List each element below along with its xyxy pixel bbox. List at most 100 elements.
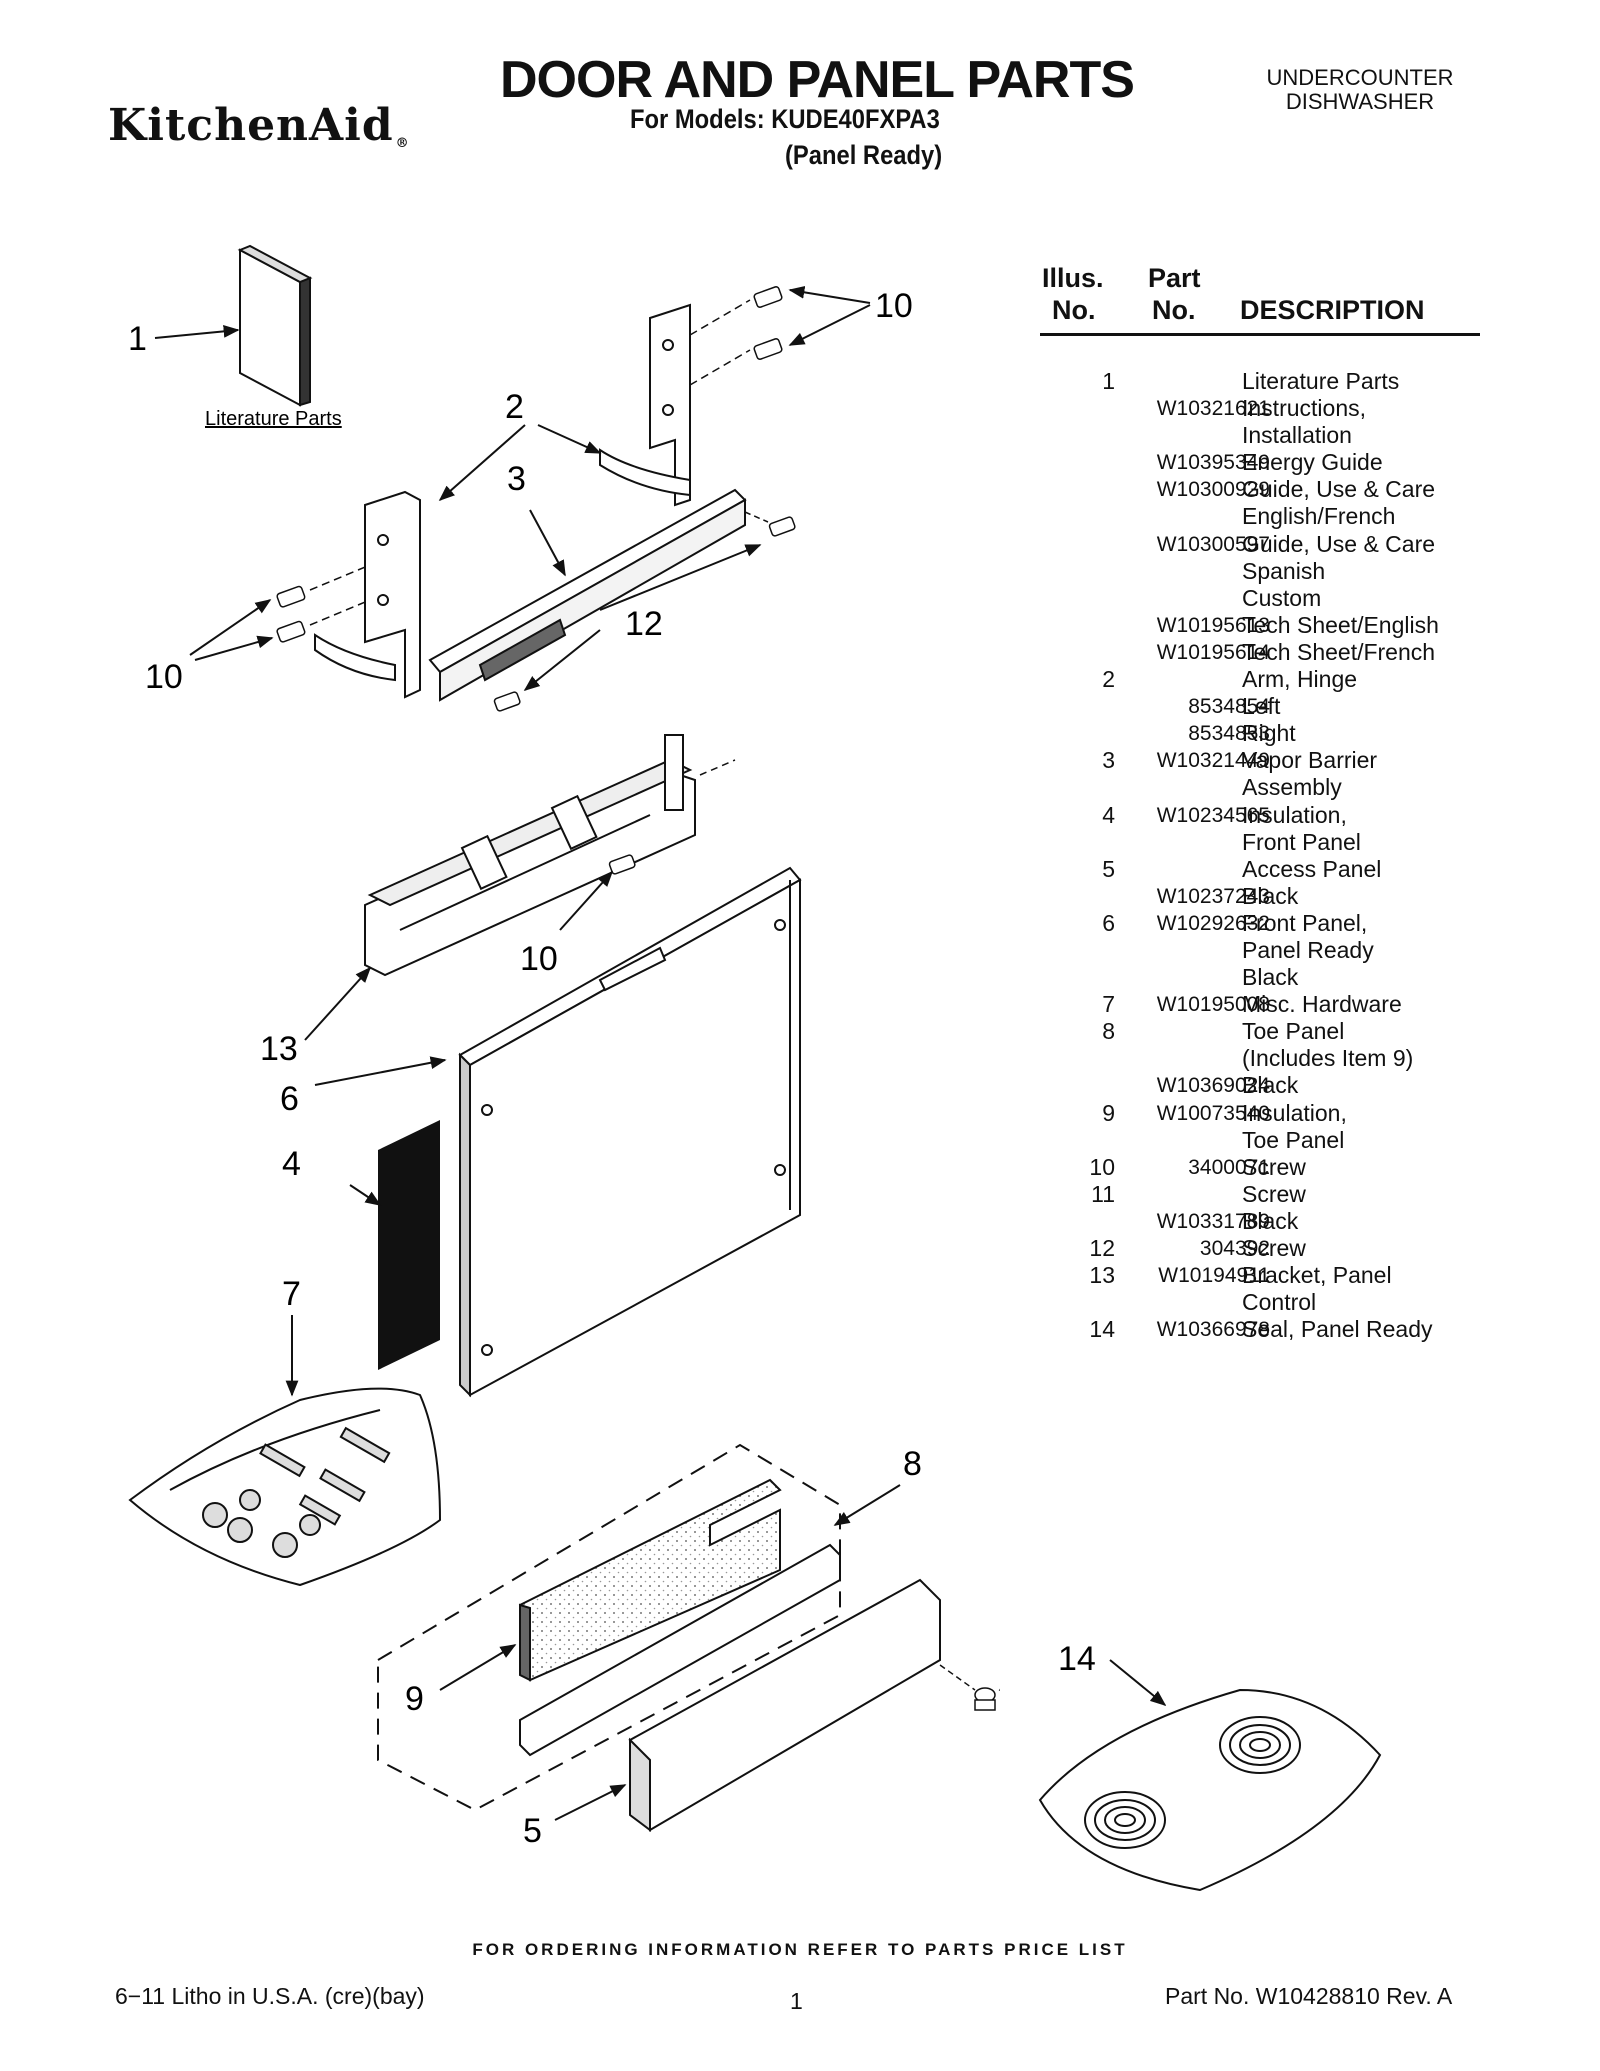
brand-name: KitchenAid [108, 100, 394, 151]
callout-6: 6 [280, 1080, 299, 1118]
part-number: W10073540 [1156, 1101, 1270, 1125]
part-number: W10395349 [1156, 451, 1270, 475]
callout-7: 7 [282, 1275, 301, 1313]
callout-1: 1 [128, 320, 147, 358]
control-bracket-part [364, 734, 696, 977]
ordering-info: FOR ORDERING INFORMATION REFER TO PARTS … [472, 1940, 1128, 1959]
callout-10-bracket: 10 [520, 940, 558, 978]
part-description: Left [1242, 693, 1281, 720]
table-row: Spanish [1040, 558, 1480, 585]
part-description: (Includes Item 9) [1242, 1045, 1414, 1072]
header-illus-2: No. [1052, 295, 1096, 325]
illus-number: 3 [1102, 747, 1115, 774]
table-row: Assembly [1040, 774, 1480, 801]
part-description: Energy Guide [1242, 449, 1383, 476]
part-number: W10195613 [1156, 613, 1270, 637]
illus-number: 13 [1089, 1262, 1115, 1289]
part-number: 304392 [1199, 1237, 1270, 1260]
part-description: Access Panel [1242, 855, 1382, 882]
toe-panel-strip [519, 1543, 841, 1757]
callout-13: 13 [260, 1030, 298, 1068]
part-number: W10237243 [1156, 884, 1270, 908]
illus-number: 6 [1102, 909, 1115, 936]
illus-number: 5 [1102, 855, 1115, 882]
table-row: Control [1040, 1289, 1480, 1316]
part-number: W10195614 [1156, 640, 1270, 664]
registered-mark: ® [395, 136, 410, 151]
part-description: Vapor Barrier [1242, 747, 1378, 774]
exploded-parts-diagram: 1 Literature Parts 2 3 10 10 [128, 244, 1000, 1850]
part-description: Bracket, Panel [1242, 1262, 1392, 1289]
part-description: English/French [1242, 503, 1396, 530]
header-rule [1040, 333, 1480, 336]
screw-black-part [974, 1687, 996, 1711]
callout-3: 3 [507, 460, 526, 498]
part-number: W10321621 [1156, 397, 1270, 421]
hinge-arm-left-part [314, 490, 421, 699]
part-number: W10194911 [1158, 1264, 1270, 1288]
table-row: 5 Access Panel [1040, 856, 1480, 883]
document-part-number: Part No. W10428810 Rev. A [1165, 1983, 1453, 2009]
part-number: W10369024 [1156, 1074, 1270, 1098]
hinge-arm-right-part [599, 303, 691, 507]
illus-number: 8 [1102, 1018, 1115, 1045]
header-part-1: Part [1148, 263, 1201, 293]
part-description: Seal, Panel Ready [1242, 1316, 1433, 1343]
table-row: Installation [1040, 422, 1480, 449]
literature-parts-label: Literature Parts [205, 408, 342, 430]
models-subtitle: (Panel Ready) [785, 140, 943, 170]
product-line-2: DISHWASHER [1285, 89, 1435, 114]
toe-panel-assembly-outline [377, 1443, 841, 1812]
callout-2: 2 [505, 388, 524, 426]
illus-number: 2 [1102, 666, 1115, 693]
part-description: Literature Parts [1242, 368, 1400, 394]
part-description: Control [1242, 1289, 1317, 1316]
illus-number: 1 [1102, 368, 1115, 394]
part-description: Spanish [1242, 557, 1326, 584]
part-description: Black [1242, 964, 1299, 991]
header-part-2: No. [1152, 295, 1196, 325]
insulation-toe-part [518, 1478, 782, 1682]
callout-9: 9 [405, 1680, 424, 1718]
callout-12: 12 [625, 605, 663, 643]
screws-barrier [493, 516, 796, 712]
illus-number: 14 [1089, 1316, 1115, 1343]
part-number: W10331789 [1156, 1209, 1270, 1233]
callout-5: 5 [523, 1812, 542, 1850]
seal-panel-part [1038, 1688, 1382, 1892]
part-description: Installation [1242, 422, 1352, 449]
part-description: Arm, Hinge [1242, 666, 1358, 693]
illus-number: 12 [1089, 1235, 1115, 1261]
part-number: W10234565 [1156, 803, 1270, 827]
seal-diagram: 14 [1038, 1640, 1382, 1892]
table-row: 1 Literature Parts [1040, 368, 1480, 395]
part-description: Toe Panel [1242, 1018, 1345, 1045]
page-title: DOOR AND PANEL PARTS [500, 51, 1135, 109]
part-description: Front Panel [1242, 828, 1361, 855]
illus-number: 7 [1102, 991, 1115, 1018]
table-row: Panel Ready [1040, 937, 1480, 964]
part-number: W10300597 [1156, 532, 1270, 556]
part-description: Screw [1242, 1235, 1306, 1261]
part-description: Black [1242, 1072, 1299, 1099]
part-description: Front Panel, [1242, 909, 1368, 936]
brand-logo: KitchenAid® [108, 100, 410, 151]
table-row: (Includes Item 9) [1040, 1045, 1480, 1072]
front-panel-part [458, 866, 802, 1398]
illus-number: 4 [1102, 801, 1115, 828]
screws-left [276, 585, 306, 643]
illus-number: 10 [1089, 1153, 1115, 1180]
